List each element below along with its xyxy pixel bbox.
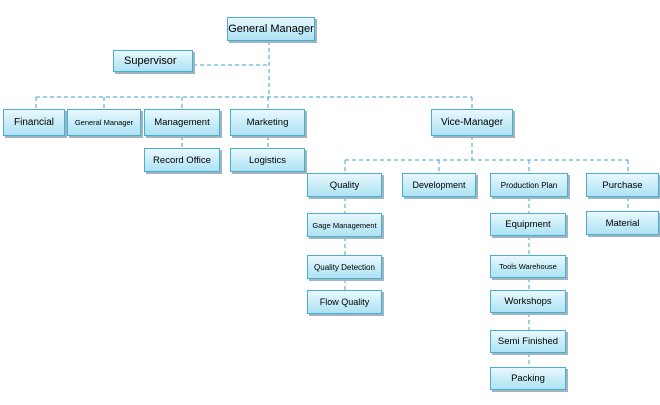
node-financial[interactable]: Financial [3, 109, 65, 136]
node-workshops[interactable]: Workshops [490, 290, 566, 313]
node-equipment[interactable]: Equipment [490, 213, 566, 236]
node-supervisor[interactable]: Supervisor [113, 50, 193, 72]
node-purchase[interactable]: Purchase [586, 173, 659, 197]
node-semi-finished[interactable]: Semi Finished [490, 330, 566, 353]
node-quality-detection[interactable]: Quality Detection [307, 255, 382, 279]
node-development[interactable]: Development [402, 173, 476, 197]
node-general-manager-dept[interactable]: General Manager [67, 109, 141, 136]
node-production-plan[interactable]: Production Plan [490, 173, 568, 197]
node-general-manager-top[interactable]: General Manager [227, 17, 315, 41]
node-quality[interactable]: Quality [307, 173, 382, 197]
node-gage-management[interactable]: Gage Management [307, 213, 382, 237]
node-packing[interactable]: Packing [490, 367, 566, 390]
node-logistics[interactable]: Logistics [230, 148, 305, 172]
node-material[interactable]: Material [586, 211, 659, 235]
node-flow-quality[interactable]: Flow Quality [307, 290, 382, 314]
node-tools-warehouse[interactable]: Tools Warehouse [490, 255, 566, 278]
node-record-office[interactable]: Record Office [144, 148, 220, 172]
node-marketing[interactable]: Marketing [230, 109, 305, 136]
node-vice-manager[interactable]: Vice-Manager [431, 109, 513, 136]
node-management[interactable]: Management [144, 109, 220, 136]
